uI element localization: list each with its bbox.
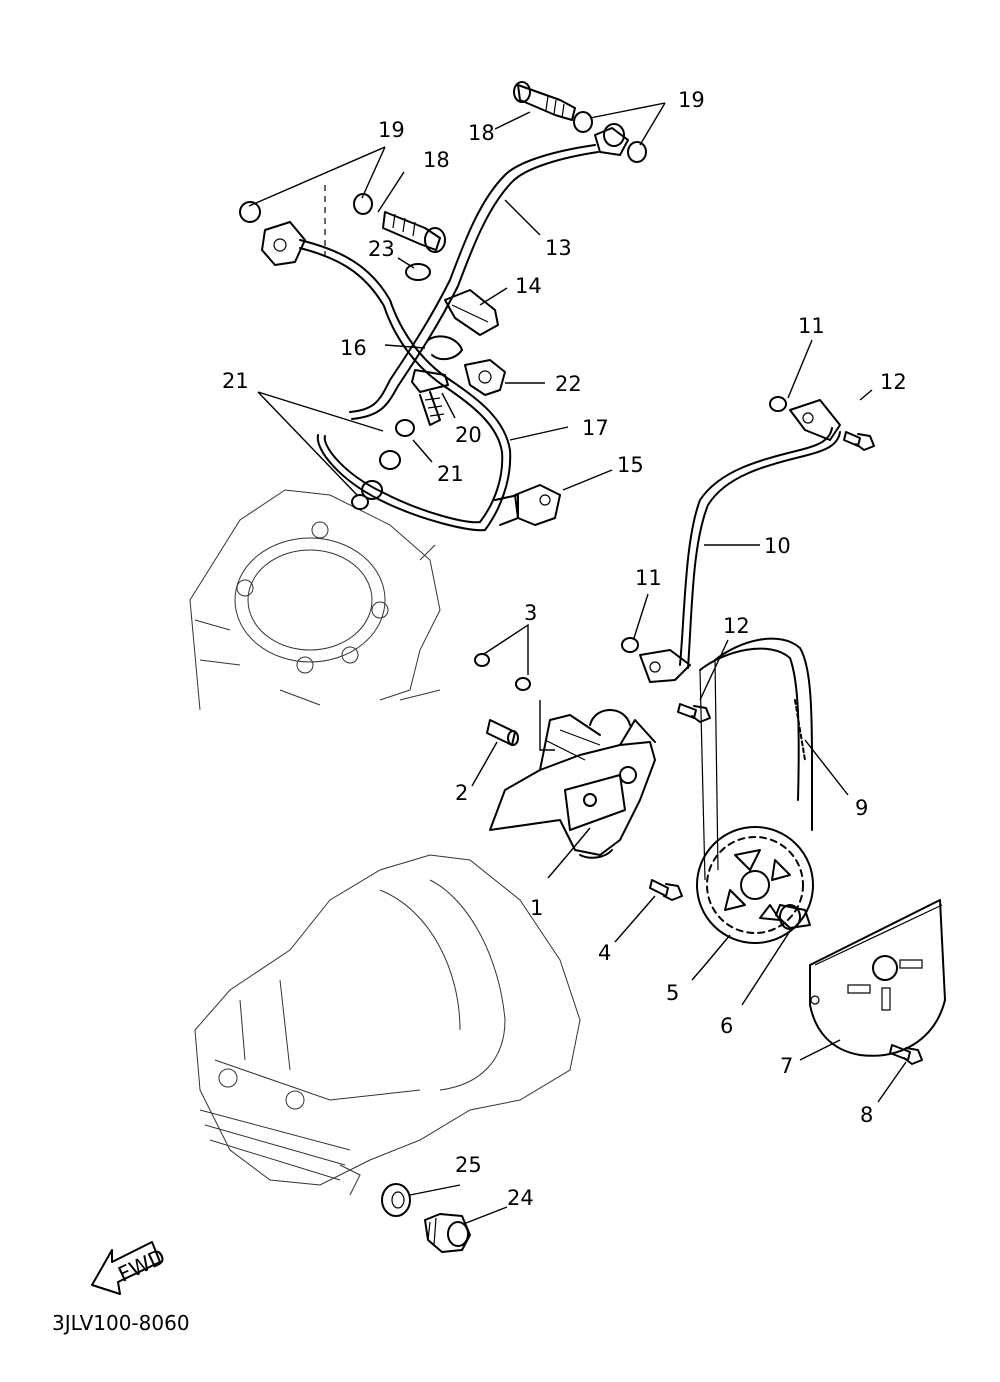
union-bolt-20	[411, 369, 449, 426]
callout-7: 7	[780, 1054, 793, 1078]
callout-13: 13	[545, 236, 572, 260]
callout-18-upper: 18	[468, 121, 495, 145]
callout-12-lower: 12	[723, 614, 750, 638]
dowel-pin	[486, 719, 519, 746]
oil-pipe-10	[639, 399, 841, 683]
fwd-label: FWD	[114, 1244, 169, 1286]
bolt-12-lower	[677, 703, 711, 723]
gasket-21-b	[379, 450, 401, 470]
sprocket-bolt	[775, 904, 811, 930]
cylinder-head-outline	[189, 489, 441, 711]
oil-pipe-17	[299, 239, 512, 532]
callout-15: 15	[617, 453, 644, 477]
callout-21-right: 21	[437, 462, 464, 486]
oil-pipe-13	[349, 127, 629, 420]
leader-lines	[248, 102, 907, 1224]
o-ring-11-lower	[621, 637, 639, 653]
banjo-bolt-18-upper	[513, 81, 576, 121]
washer-25	[381, 1183, 411, 1217]
callout-12-upper: 12	[880, 370, 907, 394]
o-rings	[474, 653, 531, 691]
callout-6: 6	[720, 1014, 733, 1038]
pipe-union-upper-left	[261, 221, 306, 266]
callout-14: 14	[515, 274, 542, 298]
drain-plug-24	[424, 1213, 471, 1253]
callout-4: 4	[598, 941, 611, 965]
callout-24: 24	[507, 1186, 534, 1210]
clip-16	[427, 335, 463, 361]
bolt-4	[649, 879, 683, 901]
callout-22: 22	[555, 372, 582, 396]
bolt-8	[889, 1044, 923, 1065]
gasket-21-c	[361, 480, 383, 500]
bolt-12-upper	[843, 431, 875, 451]
callout-19-right: 19	[678, 88, 705, 112]
washer-19-a	[573, 111, 593, 133]
callout-18-lower: 18	[423, 148, 450, 172]
callout-11-upper: 11	[798, 314, 825, 338]
washer-19-b	[603, 123, 625, 147]
bolt-22	[464, 359, 506, 396]
callout-23: 23	[368, 237, 395, 261]
crankcase-outline	[194, 854, 581, 1196]
washer-19-e	[353, 193, 373, 215]
callout-5: 5	[666, 981, 679, 1005]
fwd-arrow-icon	[91, 1241, 161, 1295]
callout-25: 25	[455, 1153, 482, 1177]
callout-17: 17	[582, 416, 609, 440]
banjo-bolt-18-lower	[382, 211, 446, 253]
o-ring-11-upper	[769, 396, 787, 412]
gasket-21-a	[395, 419, 415, 437]
drive-chain	[699, 637, 813, 881]
diagram-code: 3JLV100-8060	[52, 1311, 190, 1335]
sprocket-cover	[809, 899, 946, 1057]
o-ring-23	[405, 263, 431, 281]
callout-8: 8	[860, 1103, 873, 1127]
callout-1: 1	[530, 896, 543, 920]
callout-9: 9	[855, 796, 868, 820]
callout-11-lower: 11	[635, 566, 662, 590]
oil-pump-sprocket	[696, 826, 814, 944]
callout-labels: 1 2 3 4 5 6 7 8 9 10 11 11 12 12 13 14 1…	[222, 88, 907, 1210]
washer-19-c	[627, 141, 647, 163]
oil-pump	[489, 709, 656, 859]
pipe-clamp-14	[444, 289, 499, 336]
callout-21-left: 21	[222, 369, 249, 393]
callout-19-left: 19	[378, 118, 405, 142]
gasket-21-d	[351, 494, 369, 510]
washer-19-d	[239, 201, 261, 223]
callout-3: 3	[524, 601, 537, 625]
callout-2: 2	[455, 781, 468, 805]
callout-20: 20	[455, 423, 482, 447]
callout-10: 10	[764, 534, 791, 558]
callout-16: 16	[340, 336, 367, 360]
bracket-15	[494, 484, 561, 526]
